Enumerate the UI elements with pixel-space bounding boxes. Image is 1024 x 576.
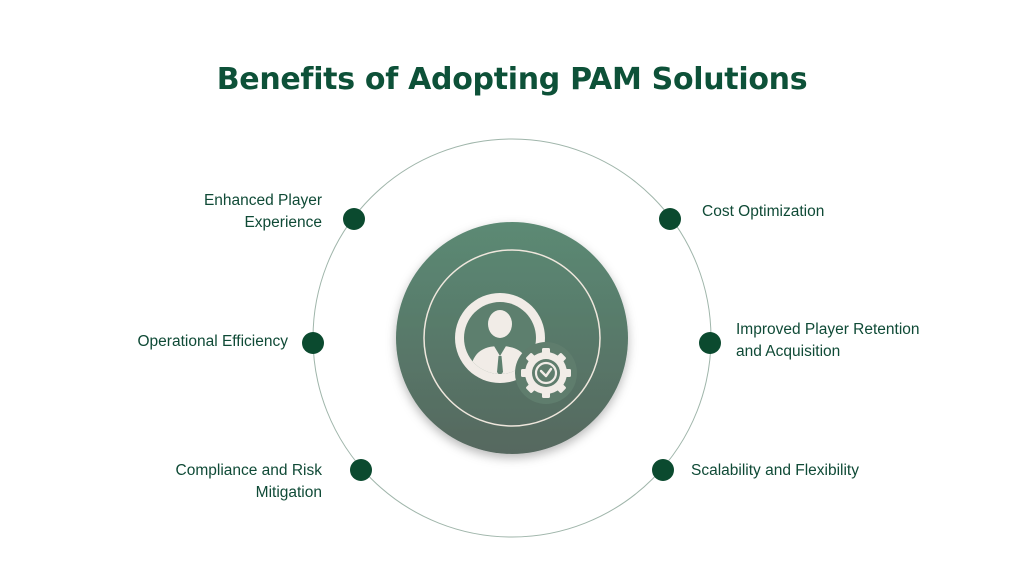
node-dot-compliance-and-risk-mitigation — [350, 459, 372, 481]
benefit-label-line: Cost Optimization — [702, 203, 825, 220]
benefit-label-scalability-and-flexibility: Scalability and Flexibility — [691, 460, 859, 482]
user-clock-icon — [455, 293, 577, 404]
hub-inner-ring — [423, 249, 601, 427]
benefit-label-line: and Acquisition — [736, 343, 841, 360]
benefit-label-line: Operational Efficiency — [137, 333, 289, 350]
benefit-label-line: Compliance and Risk — [175, 462, 322, 479]
central-hub — [396, 222, 628, 454]
benefit-label-enhanced-player-experience: Enhanced Player Experience — [204, 190, 322, 234]
benefit-label-improved-player-retention: Improved Player Retention and Acquisitio… — [736, 319, 920, 363]
benefit-label-operational-efficiency: Operational Efficiency — [138, 331, 289, 353]
node-dot-cost-optimization — [659, 208, 681, 230]
benefit-label-compliance-and-risk-mitigation: Compliance and Risk Mitigation — [176, 460, 322, 504]
benefit-label-line: Scalability and Flexibility — [691, 462, 859, 479]
page-title: Benefits of Adopting PAM Solutions — [216, 62, 808, 97]
node-dot-operational-efficiency — [302, 332, 324, 354]
node-dot-scalability-and-flexibility — [652, 459, 674, 481]
benefit-label-line: Improved Player Retention — [736, 321, 920, 338]
benefit-label-line: Mitigation — [255, 484, 322, 501]
benefit-label-line: Enhanced Player — [203, 192, 322, 209]
benefit-label-line: Experience — [244, 214, 322, 231]
benefit-label-cost-optimization: Cost Optimization — [702, 201, 824, 223]
node-dot-improved-player-retention — [699, 332, 721, 354]
node-dot-enhanced-player-experience — [343, 208, 365, 230]
